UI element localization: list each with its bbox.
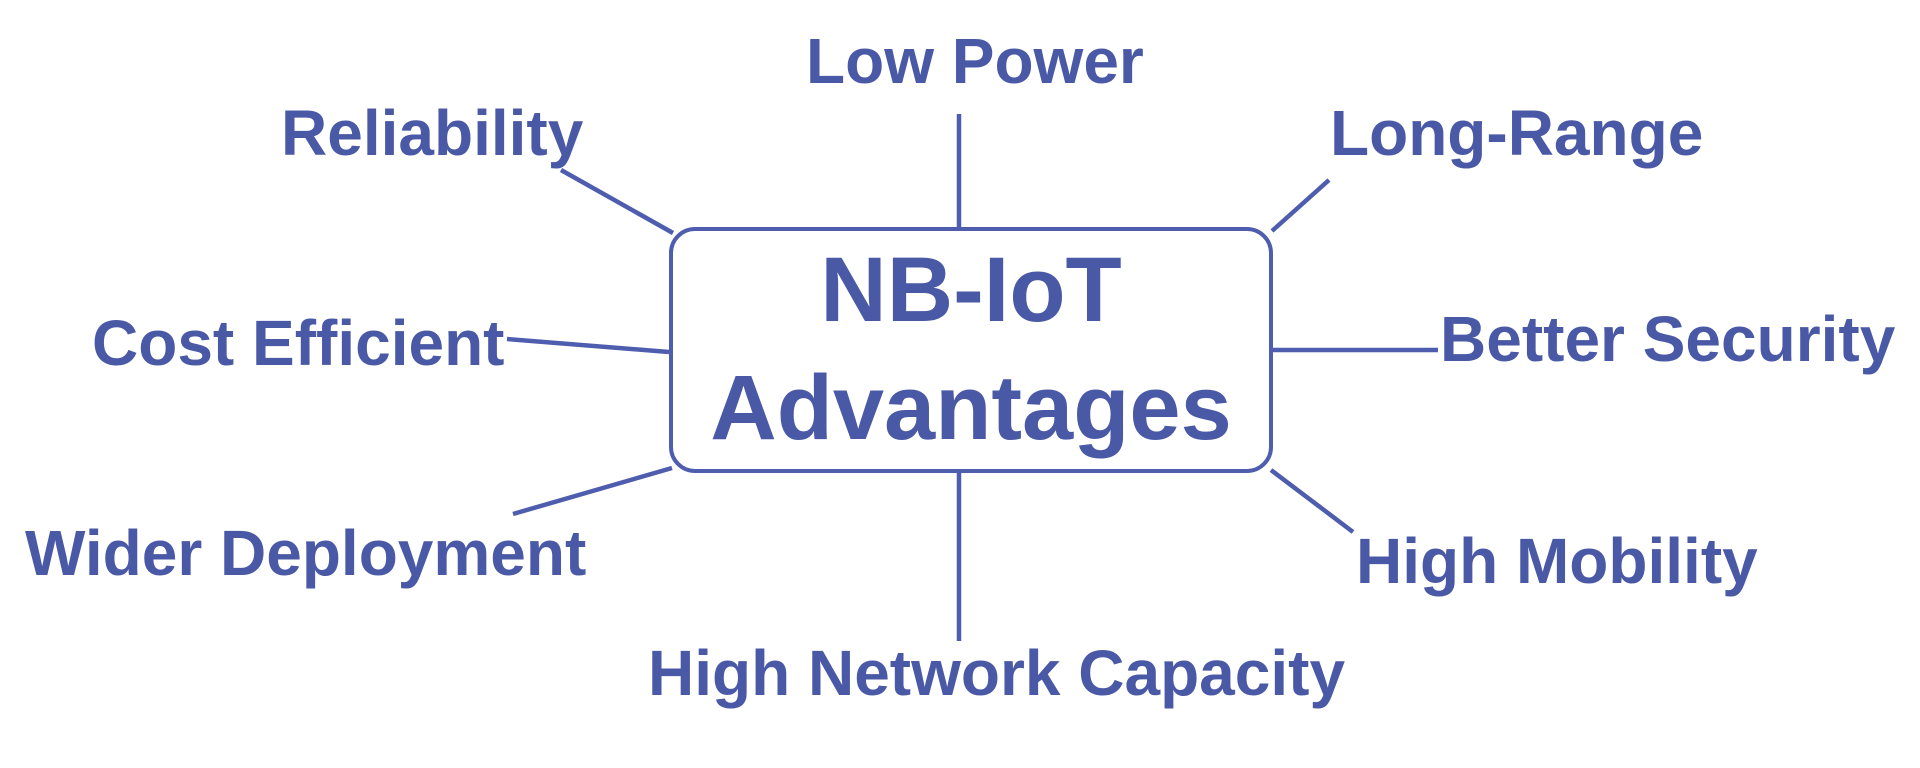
connector-reliability [559, 168, 675, 235]
label-better-security: Better Security [1440, 303, 1896, 375]
center-node-title-line2: Advantages [710, 357, 1232, 459]
connector-long-range [1270, 178, 1331, 233]
label-high-mobility: High Mobility [1356, 525, 1758, 597]
label-long-range: Long-Range [1330, 97, 1704, 169]
label-wider-deployment: Wider Deployment [25, 517, 587, 589]
connector-high-mobility [1269, 468, 1355, 534]
label-high-network-capacity: High Network Capacity [648, 637, 1346, 709]
connector-cost-efficient [506, 336, 670, 355]
label-reliability: Reliability [281, 97, 584, 169]
center-node-title-line1: NB-IoT [820, 239, 1122, 342]
label-cost-efficient: Cost Efficient [92, 307, 505, 379]
label-low-power: Low Power [806, 25, 1144, 97]
connector-wider-deployment [512, 465, 673, 517]
center-node: NB-IoT Advantages [669, 227, 1273, 473]
